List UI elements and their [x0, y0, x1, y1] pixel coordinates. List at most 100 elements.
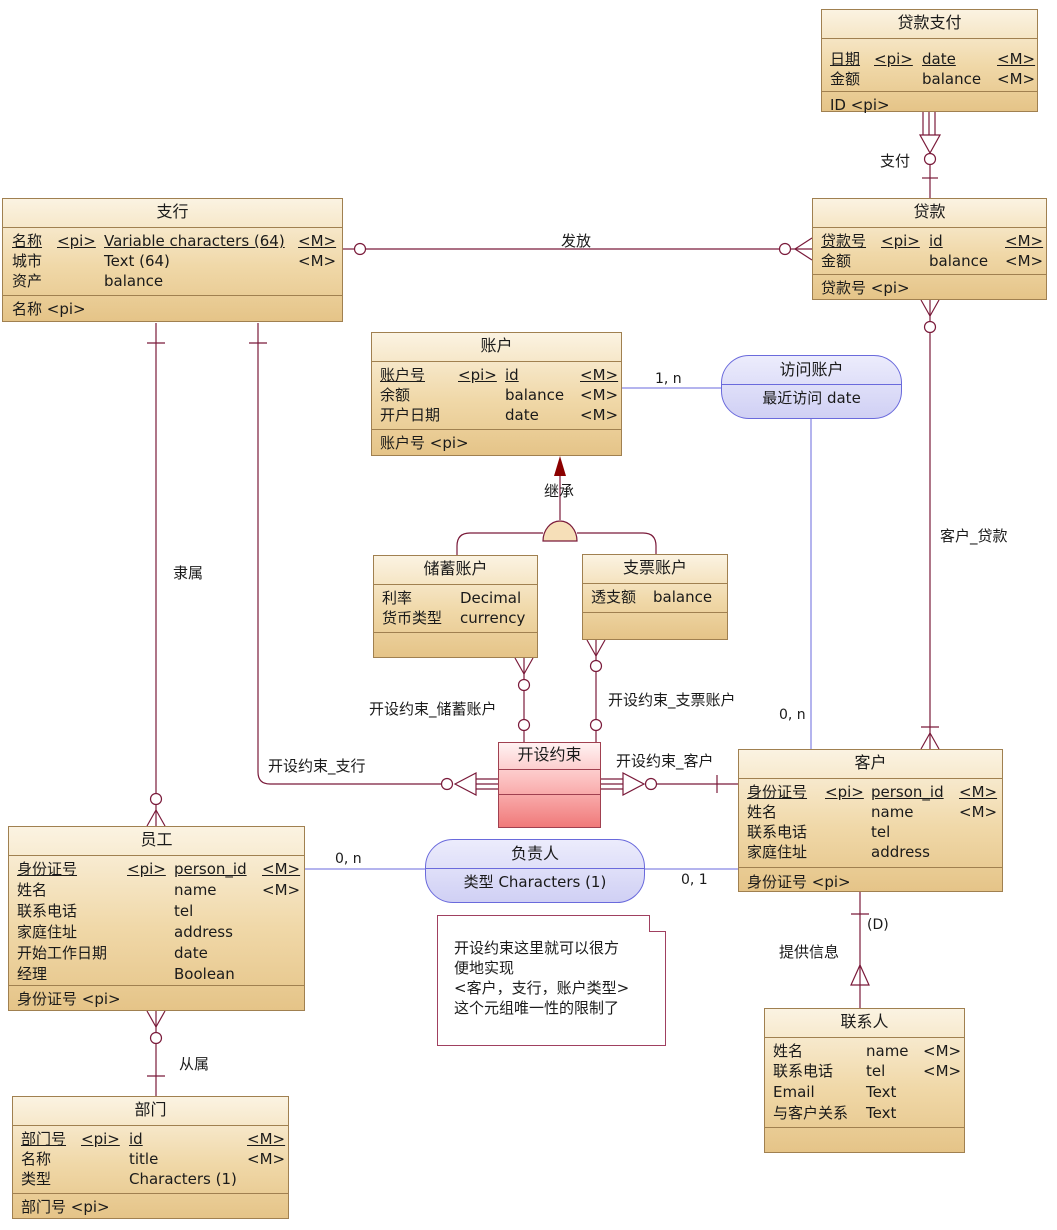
inheritance-links	[456, 473, 657, 556]
entity-title: 贷款支付	[822, 10, 1037, 39]
entity-key: 贷款号 <pi>	[821, 279, 910, 297]
attr-type: id	[929, 232, 943, 250]
attr-mandatory: <M>	[247, 1130, 286, 1148]
attr-type: date	[922, 50, 956, 68]
attr-type: Variable characters (64)	[104, 232, 285, 250]
attr-mandatory: <M>	[298, 232, 337, 250]
attr-name: 联系电话	[17, 902, 78, 920]
attr-type: balance	[653, 588, 713, 606]
attr-type: date	[174, 944, 208, 962]
attr-mandatory: <M>	[923, 1062, 962, 1080]
attr-type: tel	[866, 1062, 886, 1080]
label-cardinality-0n: 0, n	[335, 851, 362, 867]
label-open-checking: 开设约束_支票账户	[608, 691, 736, 709]
entity-title: 员工	[9, 827, 304, 856]
attr-name: 金额	[830, 70, 861, 88]
label-dependency: (D)	[867, 917, 889, 933]
entity-department[interactable]: 部门 部门号 <pi> id <M> 名称 title <M> 类型 Chara…	[12, 1096, 289, 1219]
entity-title: 联系人	[765, 1009, 964, 1038]
attr-type: id	[505, 366, 519, 384]
entity-key: 名称 <pi>	[12, 300, 86, 318]
label-cardinality-0n: 0, n	[779, 707, 806, 723]
attr-name: 资产	[12, 272, 43, 290]
attr-mandatory: <M>	[262, 860, 301, 878]
entity-customer[interactable]: 客户 身份证号 <pi> person_id <M> 姓名 name <M> 联…	[738, 749, 1003, 892]
entity-loan-payment[interactable]: 贷款支付 日期 <pi> date <M> 金额 balance <M> ID …	[821, 9, 1038, 114]
attr-pi: <pi>	[127, 860, 166, 878]
attr-name: 姓名	[17, 881, 48, 899]
attr-name: 利率	[382, 589, 413, 607]
label-open-savings: 开设约束_储蓄账户	[369, 700, 497, 718]
attr-type: tel	[871, 823, 891, 841]
note-annotation[interactable]: 开设约束这里就可以很方 便地实现 <客户，支行，账户类型> 这个元组唯一性的限制…	[437, 915, 666, 1046]
association-visit-account[interactable]: 访问账户 最近访问 date	[721, 355, 902, 419]
entity-key: 账户号 <pi>	[380, 434, 469, 452]
label-open-branch: 开设约束_支行	[268, 757, 366, 775]
attr-name: Email	[773, 1083, 815, 1101]
attr-pi: <pi>	[881, 232, 920, 250]
label-inherit: 继承	[544, 482, 575, 500]
attr-type: name	[866, 1042, 909, 1060]
entity-branch[interactable]: 支行 名称 <pi> Variable characters (64) <M> …	[2, 198, 343, 322]
label-customer-loan: 客户_贷款	[940, 527, 1008, 545]
attr-mandatory: <M>	[959, 803, 998, 821]
entity-key: 身份证号 <pi>	[747, 873, 851, 891]
label-cardinality-1n: 1, n	[655, 371, 682, 387]
attr-name: 城市	[12, 252, 43, 270]
attr-mandatory: <M>	[959, 783, 998, 801]
attr-name: 透支额	[591, 588, 637, 606]
attr-name: 部门号	[21, 1130, 67, 1148]
attr-mandatory: <M>	[247, 1150, 286, 1168]
link-payment-loan	[918, 112, 942, 198]
link-loan-customer	[920, 299, 940, 750]
label-pay: 支付	[880, 152, 911, 170]
association-title: 负责人	[426, 840, 644, 869]
attr-name: 金额	[821, 252, 852, 270]
attr-type: Characters (1)	[129, 1170, 237, 1188]
attr-mandatory: <M>	[1005, 232, 1044, 250]
attr-mandatory: <M>	[997, 70, 1036, 88]
attr-type: id	[129, 1130, 143, 1148]
note-fold-icon	[649, 915, 666, 932]
attr-mandatory: <M>	[298, 252, 337, 270]
attr-name: 姓名	[747, 803, 778, 821]
attr-pi: <pi>	[81, 1130, 120, 1148]
label-subordinate: 从属	[179, 1055, 210, 1073]
entity-title: 贷款	[813, 199, 1046, 228]
attr-type: address	[871, 843, 930, 861]
attr-mandatory: <M>	[580, 366, 619, 384]
entity-title: 开设约束	[499, 743, 600, 770]
attr-type: person_id	[174, 860, 247, 878]
attr-name: 日期	[830, 50, 861, 68]
attr-type: Decimal	[460, 589, 522, 607]
entity-open-constraint[interactable]: 开设约束	[498, 742, 601, 828]
attr-mandatory: <M>	[997, 50, 1036, 68]
entity-section	[499, 770, 600, 795]
attr-name: 名称	[12, 232, 43, 250]
entity-title: 客户	[739, 750, 1002, 779]
link-branch-open	[249, 323, 498, 796]
attr-name: 开户日期	[380, 406, 441, 424]
entity-contact[interactable]: 联系人 姓名 name <M> 联系电话 tel <M> Email Text …	[764, 1008, 965, 1153]
attr-type: balance	[104, 272, 164, 290]
attr-mandatory: <M>	[580, 406, 619, 424]
association-links	[305, 387, 812, 870]
association-attr: 最近访问 date	[762, 389, 861, 407]
entity-key: 部门号 <pi>	[21, 1198, 110, 1216]
entity-loan[interactable]: 贷款 贷款号 <pi> id <M> 金额 balance <M> 贷款号 <p…	[812, 198, 1047, 300]
entity-employee[interactable]: 员工 身份证号 <pi> person_id <M> 姓名 name <M> 联…	[8, 826, 305, 1011]
link-checking-open	[586, 639, 606, 742]
attr-type: date	[505, 406, 539, 424]
entity-checking-account[interactable]: 支票账户 透支额 balance	[582, 554, 728, 640]
attr-name: 账户号	[380, 366, 426, 384]
label-open-customer: 开设约束_客户	[616, 752, 714, 770]
attr-mandatory: <M>	[580, 386, 619, 404]
attr-type: balance	[922, 70, 982, 88]
attr-type: balance	[929, 252, 989, 270]
entity-savings-account[interactable]: 储蓄账户 利率 Decimal 货币类型 currency	[373, 555, 538, 658]
entity-title: 支行	[3, 199, 342, 228]
association-manager[interactable]: 负责人 类型 Characters (1)	[425, 839, 645, 903]
attr-name: 货币类型	[382, 609, 443, 627]
entity-account[interactable]: 账户 账户号 <pi> id <M> 余额 balance <M> 开户日期 d…	[371, 332, 622, 456]
